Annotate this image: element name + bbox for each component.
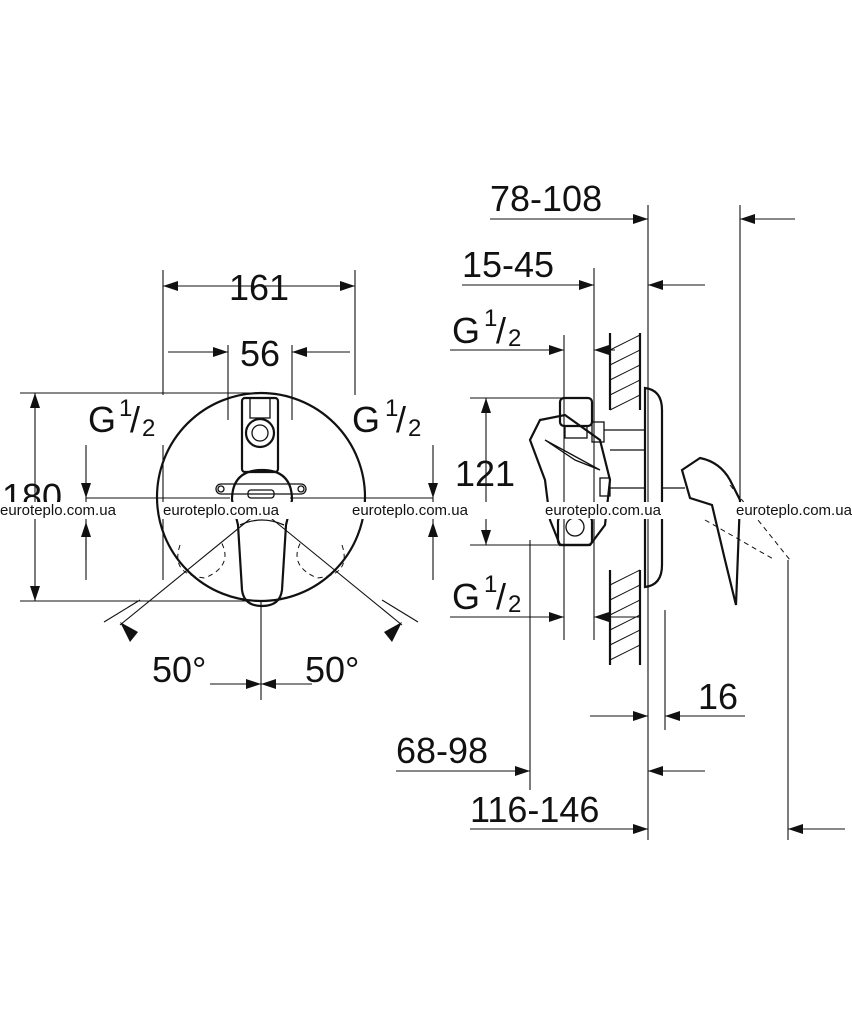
arrow [246,679,261,689]
label-angle-left: 50° [152,649,206,690]
bottom-outlet [556,515,594,547]
label-angle-right: 50° [305,649,359,690]
wall-hatching-top [609,334,641,411]
lever-sweep-side-2 [704,519,776,561]
arrow [740,214,755,224]
valve-body [528,413,612,547]
label-121: 121 [455,453,515,494]
arrow [648,766,663,776]
arrow [481,398,491,413]
label-g-side-top-den: 2 [508,325,521,352]
arrow [633,711,648,721]
lever-sweep-left [177,539,226,579]
body-detail [544,439,601,471]
label-g-left: G [88,399,116,440]
label-56: 56 [240,333,280,374]
watermark-bg [543,502,695,519]
logo-plate [247,489,275,499]
label-g-left-den: 2 [142,415,155,442]
label-g-side-bottom-den: 2 [508,591,521,618]
label-g-side-bottom-num: 1 [484,571,497,598]
screw-left [217,485,225,493]
plate-profile [643,386,664,589]
arrow [594,345,609,355]
arrow [633,214,648,224]
label-g-left-slash: / [130,399,140,440]
arrow [81,483,91,498]
side-nut [591,421,605,443]
label-161: 161 [229,267,289,308]
label-78-108: 78-108 [490,178,602,219]
arrow [648,280,663,290]
lever-sweep-side [729,484,791,561]
angle-line-left [119,509,262,626]
lever-profile [680,456,742,606]
arrow [549,345,564,355]
watermark-bg [350,502,506,519]
label-116-146: 116-146 [470,789,599,830]
label-g-side-top: G [452,310,480,351]
arrow [549,612,564,622]
arrow [261,679,276,689]
front-view: 161 56 180 G 1 / 2 G 1 / 2 [2,267,438,700]
arrow [633,824,648,834]
watermark-bg [162,502,314,519]
watermark-text: euroteplo.com.ua [163,502,280,519]
diverter-slot [249,397,271,419]
watermark-text: euroteplo.com.ua [352,502,469,519]
bottom-outlet-bore [565,517,585,537]
side-view: 78-108 15-45 G 1 / 2 121 G 1 / 2 [396,178,845,840]
watermark-text: euroteplo.com.ua [545,502,662,519]
arrow [292,347,307,357]
diverter-knob [240,396,280,474]
top-inlet-neck [564,425,588,439]
lever-handle [230,468,294,608]
arrow [120,622,138,642]
screw-right [297,485,305,493]
label-g-right-num: 1 [385,395,398,422]
label-g-left-num: 1 [119,395,132,422]
arrow [384,622,402,642]
arrow [30,586,40,601]
label-68-98: 68-98 [396,730,488,771]
arrow [788,824,803,834]
cartridge-nut [599,477,611,497]
arrow [594,612,609,622]
diverter-nut-inner [251,424,269,442]
arrow [30,393,40,408]
label-g-side-bottom: G [452,576,480,617]
watermark-text: euroteplo.com.ua [736,502,852,519]
label-16: 16 [698,676,738,717]
arrow [481,530,491,545]
label-g-side-top-num: 1 [484,305,497,332]
label-g-right-den: 2 [408,415,421,442]
arrow [428,483,438,498]
watermark-bg [735,502,852,519]
arrow [428,522,438,537]
wall-hatching-bottom [609,569,641,661]
angle-line-right [260,509,403,626]
arrow [213,347,228,357]
watermark-text: euroteplo.com.ua [0,502,117,519]
label-g-right: G [352,399,380,440]
arrow [579,280,594,290]
arrow [340,281,355,291]
label-g-side-bottom-slash: / [496,576,506,617]
arrow [163,281,178,291]
arrow [665,711,680,721]
watermark: euroteplo.com.ua euroteplo.com.ua eurote… [0,502,852,519]
arrow [515,766,530,776]
watermark-bg [0,502,124,519]
mounting-bar [215,483,307,495]
angle-ext-left [103,599,141,623]
lever-edge [239,519,285,526]
label-15-45: 15-45 [462,244,554,285]
angle-ext-right [381,599,419,623]
lever-sweep-right [296,539,345,579]
label-g-side-top-slash: / [496,310,506,351]
label-g-right-slash: / [396,399,406,440]
diverter-nut [244,417,276,449]
